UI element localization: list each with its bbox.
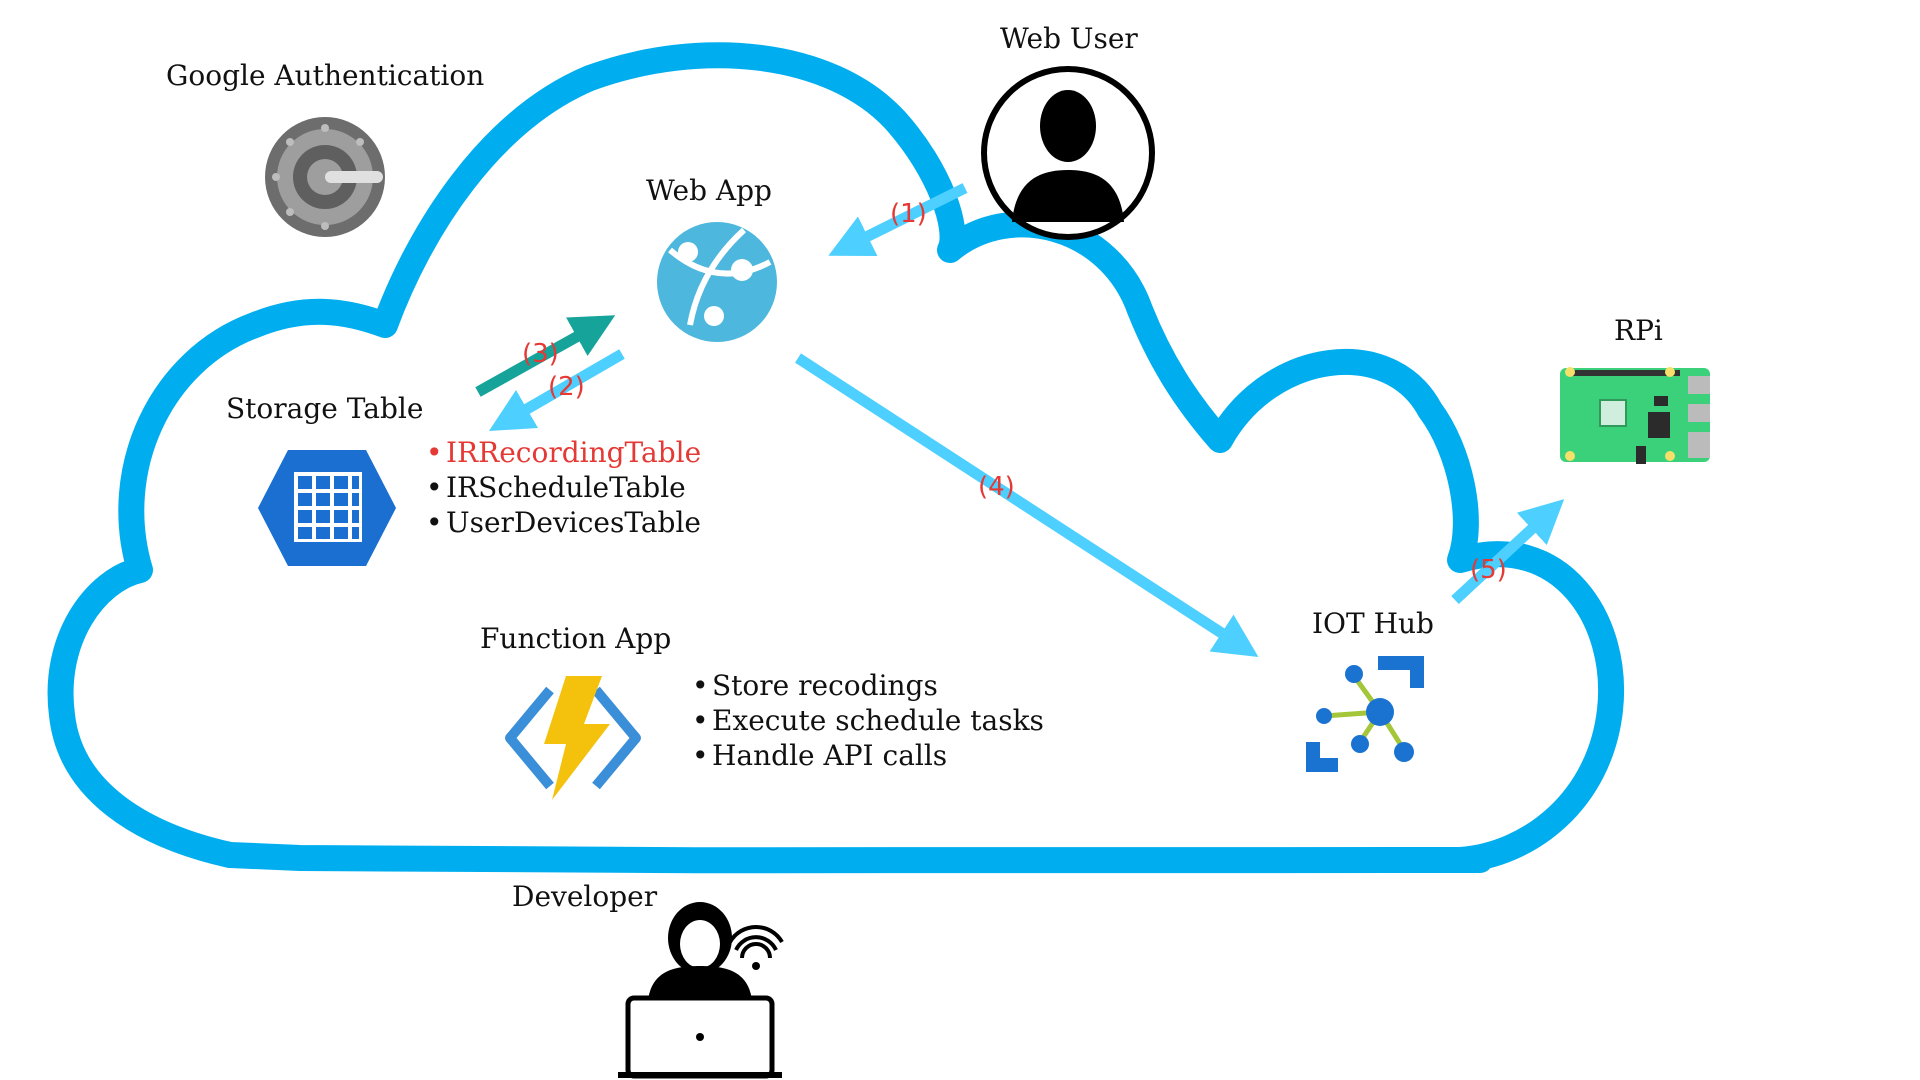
function-task-3: Handle API calls <box>712 739 947 772</box>
function-app-label: Function App <box>480 622 671 655</box>
rpi-label: RPi <box>1614 314 1663 347</box>
step-label-1: (1) <box>890 199 927 229</box>
step-label-4: (4) <box>978 472 1015 502</box>
storage-table-3: UserDevicesTable <box>446 506 701 539</box>
web-user-label: Web User <box>1000 22 1138 55</box>
task-bullet-1: • <box>692 669 709 702</box>
azure-function-app-icon <box>505 676 641 800</box>
storage-table-2: IRScheduleTable <box>446 471 686 504</box>
arrow-step-5 <box>1451 499 1565 605</box>
storage-bullet-1: • <box>426 436 443 469</box>
web-app-label: Web App <box>646 174 772 207</box>
task-bullet-2: • <box>692 704 709 737</box>
step-label-5: (5) <box>1470 555 1507 585</box>
developer-laptop-icon <box>618 902 784 1079</box>
arrow-step-3 <box>475 315 616 397</box>
task-bullet-3: • <box>692 739 709 772</box>
storage-bullet-3: • <box>426 506 443 539</box>
google-auth-label: Google Authentication <box>166 59 484 92</box>
storage-table-label: Storage Table <box>226 392 423 425</box>
arrow-step-4 <box>795 353 1259 657</box>
azure-storage-table-icon <box>258 450 396 566</box>
arrow-step-1 <box>828 183 968 256</box>
step-label-3: (3) <box>522 339 559 369</box>
azure-web-app-icon <box>657 222 777 342</box>
arrow-step-2 <box>488 349 625 432</box>
iot-hub-label: IOT Hub <box>1312 607 1434 640</box>
google-authenticator-icon <box>265 117 385 237</box>
user-silhouette-icon <box>981 66 1155 240</box>
raspberry-pi-board-icon <box>1560 367 1710 464</box>
step-label-2: (2) <box>548 372 585 402</box>
storage-bullet-2: • <box>426 471 443 504</box>
developer-label: Developer <box>512 880 658 913</box>
function-task-1: Store recodings <box>712 669 938 702</box>
azure-iot-hub-icon <box>1306 656 1424 772</box>
function-task-2: Execute schedule tasks <box>712 704 1044 737</box>
storage-table-1: IRRecordingTable <box>446 436 701 469</box>
